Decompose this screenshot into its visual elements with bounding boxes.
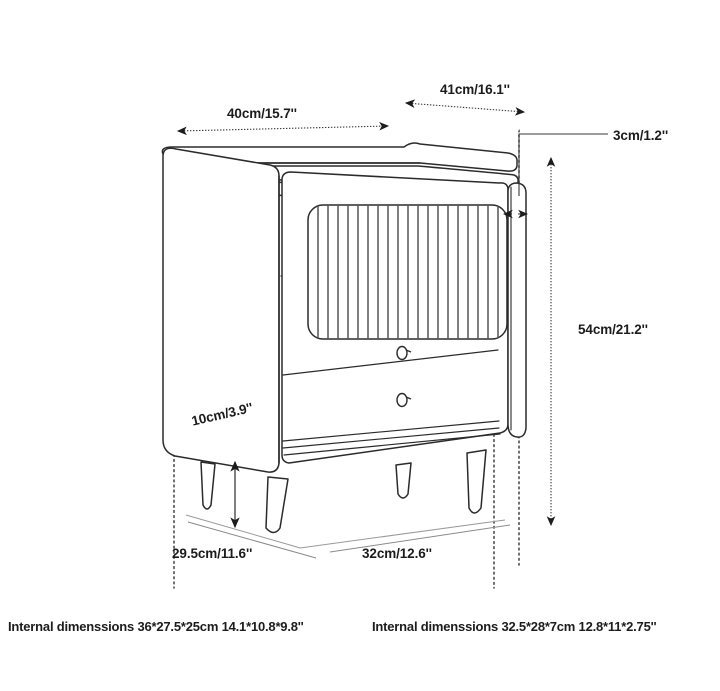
leg-front-left: [265, 476, 289, 534]
dimension-label-base-width: 32cm/12.6'': [362, 546, 432, 561]
dimension-label-base-depth: 29.5cm/11.6'': [172, 546, 253, 561]
dim-arrow-overall-depth: [404, 99, 526, 116]
knob-upper-drawer: [396, 345, 412, 361]
note-internal-dimensions-upper-drawer: Internal dimenssions 36*27.5*25cm 14.1*1…: [8, 619, 304, 634]
drawer-knobs: [396, 345, 412, 408]
legs: [200, 449, 487, 534]
dim-leader-top-thickness: [502, 133, 608, 219]
leg-rear-left: [200, 461, 216, 510]
dimension-label-overall-depth: 41cm/16.1'': [440, 82, 510, 97]
cabinet-body: [161, 142, 527, 473]
dimension-label-overall-height: 54cm/21.2'': [578, 322, 648, 337]
dimension-label-top-thickness: 3cm/1.2'': [613, 128, 669, 143]
knob-lower-drawer: [396, 392, 412, 408]
dim-lines-base: [187, 521, 511, 559]
dim-arrow-overall-width: [176, 121, 390, 136]
leg-front-right: [466, 449, 487, 514]
leg-front-center: [395, 462, 412, 499]
fluted-panel: [307, 204, 508, 340]
note-internal-dimensions-lower-drawer: Internal dimenssions 32.5*28*7cm 12.8*11…: [372, 619, 657, 634]
dimension-label-overall-width: 40cm/15.7'': [227, 106, 297, 121]
